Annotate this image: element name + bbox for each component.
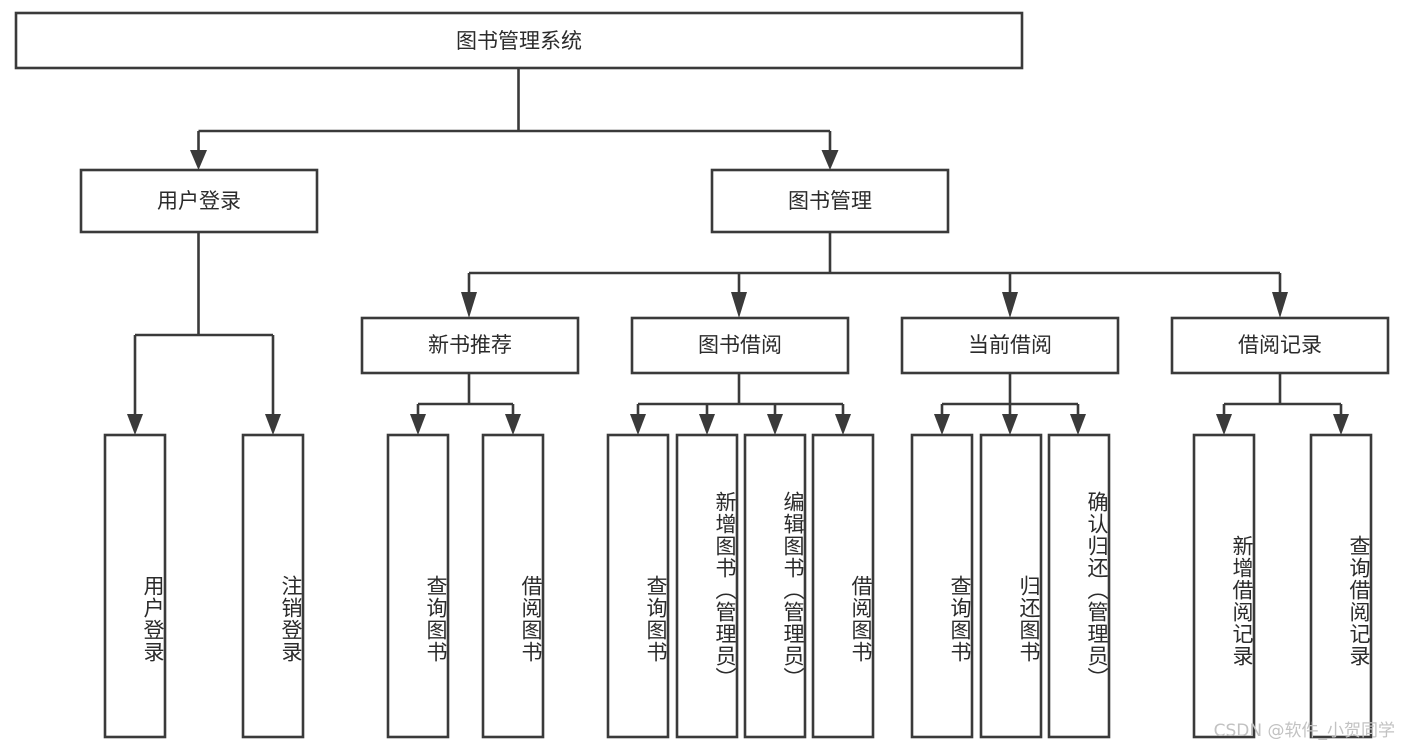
node-new-book-recommend-label: 新书推荐 xyxy=(428,333,512,357)
arrow-bm-to-current xyxy=(1002,292,1018,318)
node-borrow-record-box[interactable] xyxy=(1170,316,1390,375)
leaf-box-borrow-record-1[interactable] xyxy=(1309,433,1373,739)
arrow-current-leaf3 xyxy=(1070,414,1086,435)
arrow-borrow-leaf2 xyxy=(699,414,715,435)
arrow-userlogin-leaf1 xyxy=(127,414,143,435)
leaf-box-current-borrow-2[interactable] xyxy=(1047,433,1111,739)
node-user-login-box[interactable] xyxy=(79,168,319,234)
node-user-login-label: 用户登录 xyxy=(157,189,241,213)
node-current-borrow-box[interactable] xyxy=(900,316,1120,375)
arrow-userlogin-leaf2 xyxy=(265,414,281,435)
leaf-box-borrow-record-0[interactable] xyxy=(1192,433,1256,739)
arrow-root-to-book-manage xyxy=(821,150,839,170)
leaf-box-user-login-1[interactable] xyxy=(241,433,305,739)
arrow-borrow-leaf4 xyxy=(835,414,851,435)
arrow-current-leaf1 xyxy=(934,414,950,435)
arrow-record-leaf2 xyxy=(1333,414,1349,435)
leaf-box-book-borrow-2[interactable] xyxy=(743,433,807,739)
node-new-book-recommend-box[interactable] xyxy=(360,316,580,375)
node-root-box[interactable] xyxy=(14,11,1024,70)
node-book-manage-box[interactable] xyxy=(710,168,950,234)
leaf-box-user-login-0[interactable] xyxy=(103,433,167,739)
node-book-borrow-label: 图书借阅 xyxy=(698,333,782,357)
node-current-borrow-label: 当前借阅 xyxy=(968,333,1052,357)
arrow-current-leaf2 xyxy=(1002,414,1018,435)
arrow-bm-to-borrow xyxy=(731,292,747,318)
node-layer: 图书管理系统 用户登录 图书管理 新书推荐 图书借阅 当前借阅 借阅记录 xyxy=(14,11,1390,739)
leaf-box-new-book-1[interactable] xyxy=(481,433,545,739)
arrow-record-leaf1 xyxy=(1216,414,1232,435)
arrow-root-to-user-login xyxy=(190,150,207,170)
leaf-box-current-borrow-0[interactable] xyxy=(910,433,974,739)
node-borrow-record-label: 借阅记录 xyxy=(1238,333,1322,357)
connector-layer xyxy=(127,68,1349,435)
arrow-borrow-leaf3 xyxy=(767,414,783,435)
node-book-borrow-box[interactable] xyxy=(630,316,850,375)
arrow-borrow-leaf1 xyxy=(630,414,646,435)
node-root-label: 图书管理系统 xyxy=(456,29,582,53)
leaf-box-new-book-0[interactable] xyxy=(386,433,450,739)
leaf-box-book-borrow-0[interactable] xyxy=(606,433,670,739)
leaf-box-current-borrow-1[interactable] xyxy=(979,433,1043,739)
arrow-newbook-leaf1 xyxy=(410,414,426,435)
leaf-box-book-borrow-3[interactable] xyxy=(811,433,875,739)
leaf-box-book-borrow-1[interactable] xyxy=(675,433,739,739)
csdn-watermark: CSDN @软件_小贺同学 xyxy=(1213,721,1395,741)
node-book-manage-label: 图书管理 xyxy=(788,189,872,213)
arrow-bm-to-record xyxy=(1272,292,1288,318)
arrow-bm-to-new-book xyxy=(461,292,477,318)
arrow-newbook-leaf2 xyxy=(505,414,521,435)
